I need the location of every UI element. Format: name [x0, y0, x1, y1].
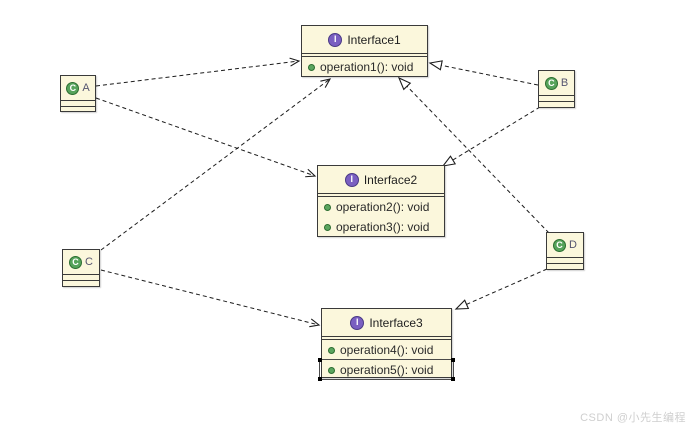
class-icon: C	[553, 238, 567, 252]
class-d-name: D	[569, 239, 577, 251]
compartment-divider	[322, 336, 451, 340]
arrow-d-to-interface1[interactable]	[397, 76, 550, 234]
compartment-divider	[302, 53, 427, 57]
empty-attributes-compartment	[547, 257, 583, 263]
operation-row-selected[interactable]: operation5(): void	[318, 358, 455, 381]
interface3-header: I Interface3	[322, 309, 451, 336]
class-a-name: A	[82, 82, 90, 94]
public-operation-bullet	[308, 63, 315, 71]
resize-handle[interactable]	[318, 377, 322, 381]
empty-operations-compartment	[63, 280, 99, 286]
operation-row[interactable]: operation3(): void	[318, 217, 444, 237]
selection-rectangle	[318, 358, 455, 381]
watermark: CSDN @小先生编程	[580, 412, 686, 424]
class-c-header: C C	[63, 250, 99, 274]
public-operation-bullet	[324, 223, 331, 231]
empty-attributes-compartment	[61, 100, 95, 106]
interface1-name: Interface1	[347, 32, 401, 47]
arrow-b-to-interface2[interactable]	[441, 106, 541, 167]
resize-handle[interactable]	[451, 358, 455, 362]
operation-label: operation2(): void	[336, 200, 430, 214]
arrow-b-to-interface1[interactable]	[428, 60, 539, 86]
operation-row[interactable]: operation4(): void	[322, 340, 451, 360]
class-d-node[interactable]: C D	[546, 232, 584, 270]
empty-attributes-compartment	[63, 274, 99, 280]
interface2-header: I Interface2	[318, 166, 444, 193]
class-a-header: C A	[61, 76, 95, 100]
arrow-a-to-interface1[interactable]	[95, 57, 301, 87]
class-d-header: C D	[547, 233, 583, 257]
class-b-node[interactable]: C B	[538, 70, 575, 108]
class-icon: C	[69, 255, 83, 269]
arrow-a-to-interface2[interactable]	[95, 97, 317, 178]
class-c-name: C	[85, 256, 93, 268]
operation-row[interactable]: operation2(): void	[318, 197, 444, 217]
interface-icon: I	[344, 172, 359, 187]
interface1-node[interactable]: I Interface1 operation1(): void	[301, 25, 428, 77]
empty-operations-compartment	[539, 101, 574, 107]
public-operation-bullet	[328, 366, 335, 374]
operation-label: operation3(): void	[336, 220, 430, 234]
class-icon: C	[544, 76, 558, 90]
empty-operations-compartment	[61, 106, 95, 112]
class-icon: C	[66, 81, 80, 95]
arrow-d-to-interface3[interactable]	[454, 268, 548, 310]
interface2-node[interactable]: I Interface2 operation2(): void operatio…	[317, 165, 445, 237]
public-operation-bullet	[328, 346, 335, 354]
resize-handle[interactable]	[451, 377, 455, 381]
interface-icon: I	[350, 315, 365, 330]
arrow-c-to-interface3[interactable]	[100, 269, 321, 328]
interface2-name: Interface2	[363, 172, 418, 187]
compartment-divider	[318, 193, 444, 197]
arrow-c-to-interface1[interactable]	[100, 78, 332, 251]
interface3-name: Interface3	[369, 315, 423, 330]
interface3-node[interactable]: I Interface3 operation4(): void operatio…	[318, 308, 455, 381]
class-c-node[interactable]: C C	[62, 249, 100, 287]
public-operation-bullet	[324, 203, 331, 211]
operation-label: operation4(): void	[340, 343, 434, 357]
empty-operations-compartment	[547, 263, 583, 269]
interface1-header: I Interface1	[302, 26, 427, 53]
operation-label: operation1(): void	[320, 60, 414, 74]
interface-icon: I	[328, 32, 343, 47]
resize-handle[interactable]	[318, 358, 322, 362]
class-a-node[interactable]: C A	[60, 75, 96, 112]
class-b-name: B	[560, 77, 569, 89]
class-b-header: C B	[539, 71, 574, 95]
operation-label: operation5(): void	[340, 363, 434, 377]
operation-row[interactable]: operation1(): void	[302, 57, 427, 77]
empty-attributes-compartment	[539, 95, 574, 101]
